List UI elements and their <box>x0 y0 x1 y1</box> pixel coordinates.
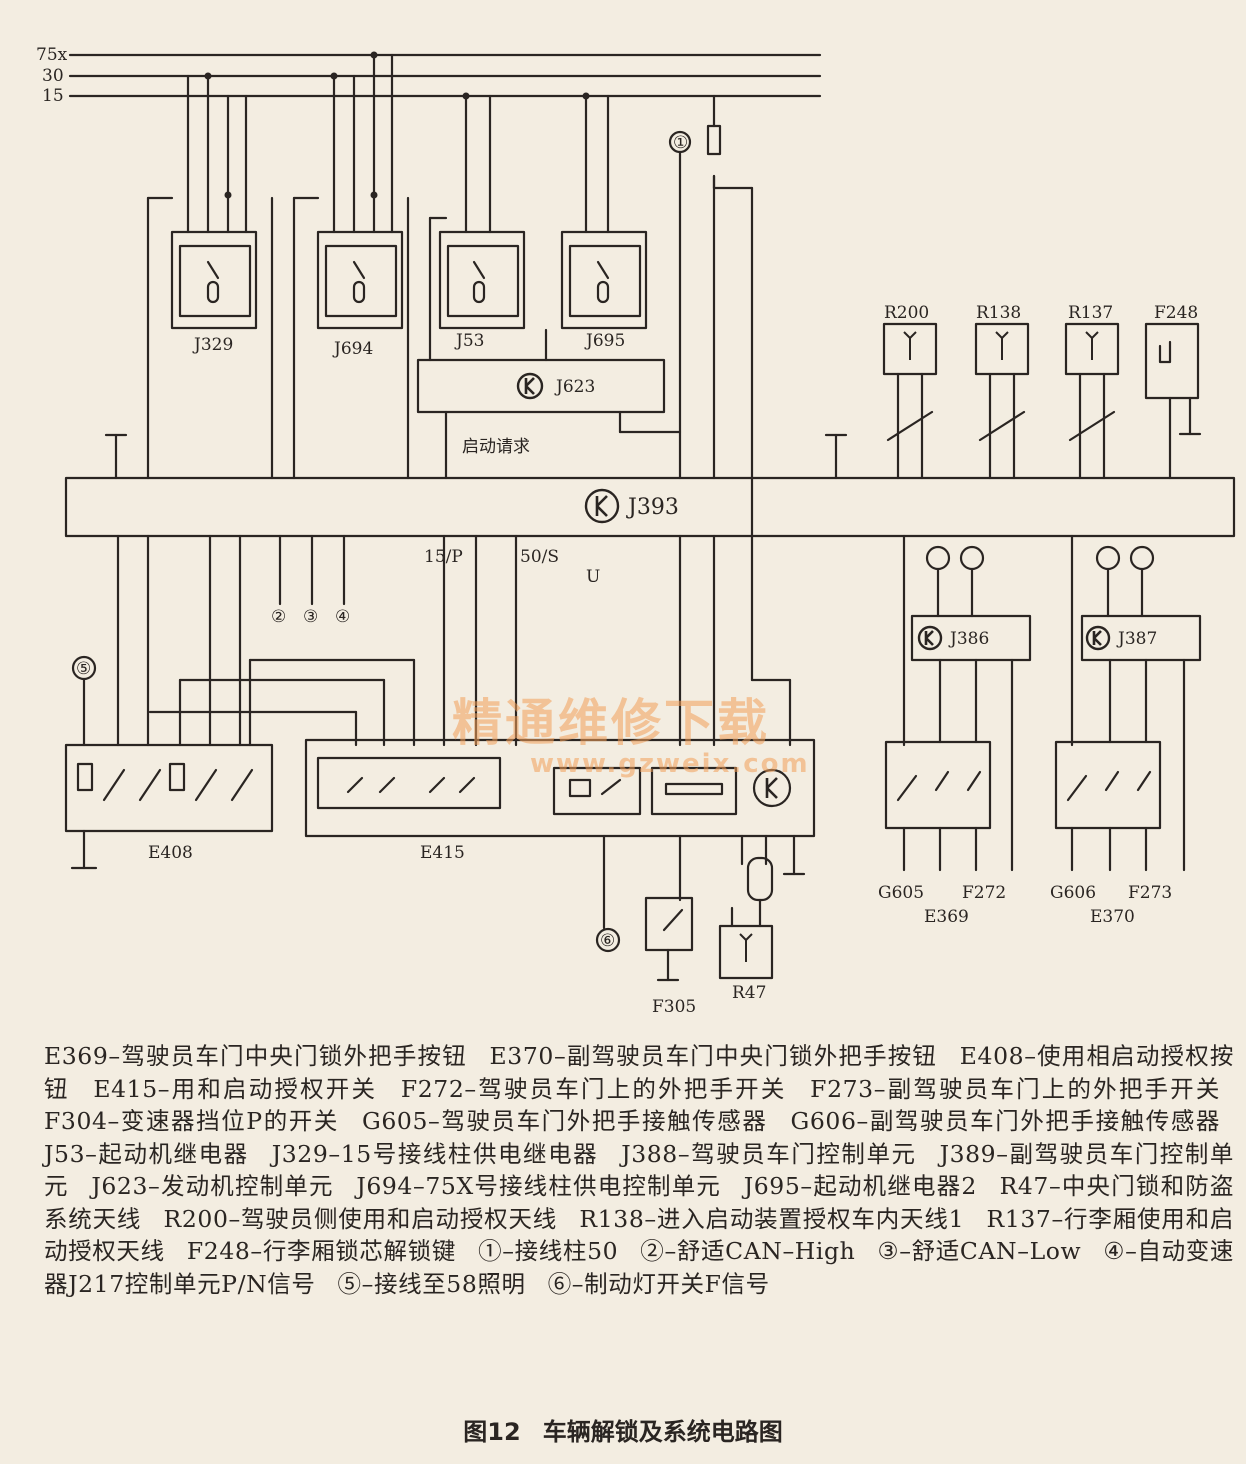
label-r137: R137 <box>1068 303 1113 323</box>
relay-j53 <box>438 94 526 330</box>
relay-j694 <box>316 53 404 330</box>
switch-f248 <box>1144 322 1200 400</box>
circuit-diagram: 75x 30 15 J329 J694 J53 J695 J623 J393 J… <box>36 45 1236 1017</box>
rail-label-30: 30 <box>42 66 64 86</box>
marker-4: ④ <box>335 607 350 627</box>
marker-6: ⑥ <box>600 931 615 951</box>
label-f248: F248 <box>1154 303 1198 323</box>
antenna-r200 <box>882 322 938 376</box>
marker-3: ③ <box>303 607 318 627</box>
figure-number: 图12 <box>463 1418 521 1446</box>
label-j386: J386 <box>948 629 989 649</box>
legend-item: R138–进入启动装置授权车内天线1 <box>579 1204 965 1233</box>
legend-item: J694–75X号接线柱供电控制单元 <box>356 1172 722 1200</box>
label-j694: J694 <box>332 339 373 359</box>
legend: E369–驾驶员车门中央门锁外把手按钮 E370–副驾驶员车门中央门锁外把手按钮… <box>44 1040 1234 1300</box>
label-15p: 15/P <box>424 547 463 567</box>
watermark-text: 精通维修下载 <box>452 694 770 752</box>
label-j393: J393 <box>626 495 679 520</box>
figure-caption: 图12 车辆解锁及系统电路图 <box>0 1412 1246 1447</box>
switch-e415 <box>304 738 816 838</box>
switch-e408 <box>64 743 274 833</box>
label-j329: J329 <box>192 335 233 355</box>
legend-item: ⑥–制动灯开关F信号 <box>547 1269 770 1298</box>
label-j695: J695 <box>584 331 625 351</box>
antenna-r138 <box>974 322 1030 376</box>
legend-item: J329–15号接线柱供电继电器 <box>271 1139 599 1168</box>
legend-item: J53–起动机继电器 <box>44 1139 249 1168</box>
legend-item: J389–副驾驶员车门控制单元 <box>44 1139 1234 1201</box>
legend-item: R47–中央门锁和防盗系统天线 <box>44 1172 1235 1233</box>
legend-item: F248–行李厢锁芯解锁键 <box>186 1237 456 1265</box>
label-f273: F273 <box>1128 883 1172 903</box>
label-50s: 50/S <box>520 547 559 567</box>
legend-item: ③–舒适CAN–Low <box>877 1237 1082 1265</box>
legend-item: F304–变速器挡位P的开关 <box>44 1107 339 1135</box>
legend-item: ⑤–接线至58照明 <box>337 1269 526 1298</box>
marker-2: ② <box>271 607 286 627</box>
label-e370: E370 <box>1090 907 1135 927</box>
relay-j329 <box>170 74 258 330</box>
switch-e369 <box>884 740 992 830</box>
legend-item: E370–副驾驶员车门中央门锁外把手按钮 <box>489 1042 938 1070</box>
legend-item: R200–驾驶员侧使用和启动授权天线 <box>163 1204 558 1233</box>
circuit-svg: 75x 30 15 J329 J694 J53 J695 J623 J393 J… <box>36 45 1236 1017</box>
rail-label-75x: 75x <box>36 45 68 65</box>
legend-item: E408–使用相启动授权按钮 <box>44 1042 1234 1103</box>
legend-item: G606–副驾驶员车门外把手接触传感器 <box>790 1107 1220 1135</box>
figure-title: 车辆解锁及系统电路图 <box>542 1418 783 1446</box>
switch-e370 <box>1054 740 1162 830</box>
module-j393 <box>64 476 1236 538</box>
label-g606: G606 <box>1050 883 1096 903</box>
legend-item: R137–行李厢使用和启动授权天线 <box>44 1204 1235 1266</box>
label-g605: G605 <box>878 883 924 903</box>
label-e408: E408 <box>148 843 193 863</box>
marker-1: ① <box>673 133 688 153</box>
label-j53: J53 <box>454 331 484 351</box>
label-r138: R138 <box>976 303 1021 323</box>
ecu-j623 <box>416 358 666 414</box>
label-e415: E415 <box>420 843 465 863</box>
legend-item: G605–驾驶员车门外把手接触传感器 <box>362 1107 768 1135</box>
antenna-r47 <box>718 924 774 980</box>
label-j623: J623 <box>554 377 595 397</box>
label-r200: R200 <box>884 303 929 323</box>
relay-j695 <box>560 94 648 330</box>
legend-item: J695–起动机继电器2 <box>743 1172 977 1200</box>
legend-item: J623–发动机控制单元 <box>91 1172 334 1200</box>
antenna-r137 <box>1064 322 1120 376</box>
label-start-request: 启动请求 <box>462 437 530 457</box>
legend-item: J388–驾驶员车门控制单元 <box>621 1139 917 1168</box>
watermark-url: www.gzweix.com <box>530 749 810 779</box>
label-f272: F272 <box>962 883 1006 903</box>
legend-item: ④–自动变速器J217控制单元P/N信号 <box>44 1237 1235 1298</box>
legend-item: ②–舒适CAN–High <box>640 1237 856 1265</box>
marker-5: ⑤ <box>76 659 91 679</box>
legend-item: F273–副驾驶员车门上的外把手开关 <box>810 1074 1220 1103</box>
rail-label-15: 15 <box>42 86 64 106</box>
label-u: U <box>586 567 600 587</box>
label-e369: E369 <box>924 907 969 927</box>
legend-item: E415–用和启动授权开关 <box>93 1074 378 1103</box>
legend-item: E369–驾驶员车门中央门锁外把手按钮 <box>44 1042 467 1070</box>
label-f305: F305 <box>652 997 696 1017</box>
legend-item: ①–接线柱50 <box>478 1237 619 1265</box>
label-j387: J387 <box>1116 629 1157 649</box>
label-r47: R47 <box>732 983 766 1003</box>
legend-item: F272–驾驶员车门上的外把手开关 <box>400 1074 787 1103</box>
